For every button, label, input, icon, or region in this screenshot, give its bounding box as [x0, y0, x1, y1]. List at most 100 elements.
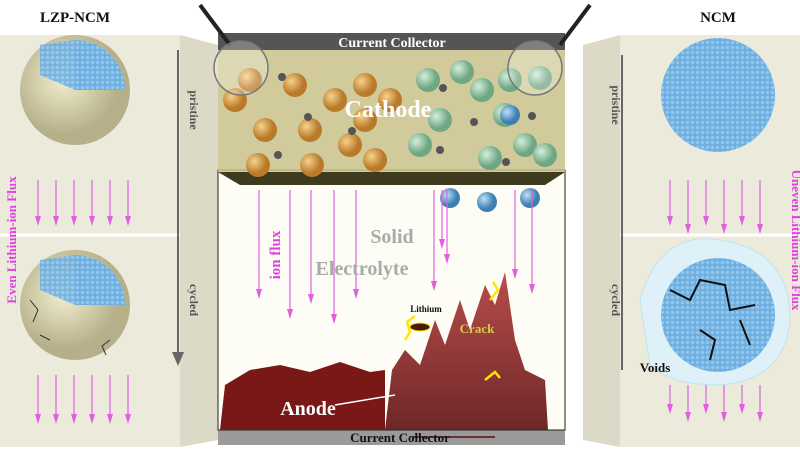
cracked-ncm-particle — [440, 188, 460, 208]
ncm-particle — [470, 78, 494, 102]
lzp-ncm-particle — [253, 118, 277, 142]
ncm-particle — [528, 66, 552, 90]
conductive-carbon — [436, 146, 444, 154]
right-flux-arrows-bottom — [667, 385, 763, 422]
ncm-particle — [450, 60, 474, 84]
flux-arrow-icon — [667, 385, 673, 414]
ncm-pristine-particle — [661, 38, 775, 152]
anode — [220, 272, 548, 430]
right-panel-title: NCM — [700, 10, 736, 26]
lzp-ncm-particle — [300, 153, 324, 177]
left-panel-side — [180, 35, 218, 447]
ncm-particle — [416, 68, 440, 92]
flux-arrow-icon — [757, 180, 763, 234]
right-flux-arrows-top — [667, 180, 763, 234]
flux-arrow-icon — [721, 385, 727, 422]
flux-arrow-icon — [308, 190, 314, 304]
cracked-ncm-particle — [500, 105, 520, 125]
right-pristine-label: pristine — [609, 85, 623, 125]
conductive-carbon — [304, 113, 312, 121]
flux-arrow-icon — [739, 180, 745, 226]
flux-arrow-icon — [287, 190, 293, 319]
right-panel-side — [583, 35, 620, 447]
cathode-label: Cathode — [345, 97, 432, 123]
flux-arrow-icon — [757, 385, 763, 422]
flux-arrow-icon — [721, 180, 727, 234]
flux-arrow-icon — [107, 375, 113, 424]
flux-arrow-icon — [107, 180, 113, 226]
top-current-collector — [218, 33, 565, 50]
conductive-carbon — [274, 151, 282, 159]
anode-pointer — [334, 394, 396, 406]
ncm-cycled-particle — [661, 258, 775, 372]
flux-arrow-icon — [739, 385, 745, 414]
flux-arrow-icon — [529, 190, 535, 294]
flux-arrow-icon — [71, 180, 77, 226]
flux-arrow-icon — [256, 190, 262, 299]
flux-arrow-icon — [53, 375, 59, 424]
flux-arrow-icon — [667, 180, 673, 226]
left-flux-arrows-top — [35, 180, 131, 226]
flux-arrow-icon — [35, 375, 41, 424]
even-flux-label: Even Lithium-ion Flux — [4, 176, 19, 304]
left-panel-title: LZP-NCM — [40, 10, 110, 26]
cathode-particles — [223, 60, 557, 212]
cell-schematic: Current Collector Cathode Solid Electrol… — [198, 3, 592, 445]
cathode-bottom-face — [218, 172, 565, 185]
time-arrow-head-icon — [172, 352, 184, 366]
uneven-flux-label: Uneven Lithium-ion Flux — [789, 170, 800, 311]
lzp-ncm-particle — [353, 108, 377, 132]
lzp-ncm-particle — [223, 88, 247, 112]
lzp-ncm-particle — [363, 148, 387, 172]
lzp-ncm-particle — [323, 88, 347, 112]
lzp-ncm-particle — [298, 118, 322, 142]
right-cycled-label: cycled — [609, 284, 623, 316]
flux-arrow-icon — [444, 190, 450, 264]
flux-arrow-icon — [439, 190, 445, 249]
ncm-particle — [428, 108, 452, 132]
flux-arrow-icon — [685, 385, 691, 422]
lzp-ncm-particle — [338, 133, 362, 157]
lzp-ncm-particle — [378, 88, 402, 112]
ncm-particle — [513, 133, 537, 157]
conductive-carbon — [528, 112, 536, 120]
left-pristine-label: pristine — [187, 90, 201, 130]
conductive-carbon — [502, 158, 510, 166]
ncm-particle — [478, 146, 502, 170]
flux-arrow-icon — [353, 190, 359, 299]
conductive-carbon — [278, 73, 286, 81]
lzp-pristine-particle — [20, 35, 130, 145]
flux-arrow-icon — [703, 385, 709, 414]
lithium-label: Lithium — [410, 304, 442, 314]
flux-arrow-icon — [703, 180, 709, 226]
flux-arrow-icon — [53, 180, 59, 226]
flux-arrow-icon — [331, 190, 337, 324]
ncm-particle — [533, 143, 557, 167]
flux-arrow-icon — [125, 375, 131, 424]
lzp-ncm-particle — [353, 73, 377, 97]
left-cycled-label: cycled — [187, 284, 201, 316]
voids-label: Voids — [640, 360, 671, 375]
electrolyte-label-1: Solid — [370, 226, 413, 248]
bottom-collector-label: Current Collector — [350, 430, 450, 445]
ion-flux-label: ion flux — [268, 230, 284, 279]
top-collector-label: Current Collector — [338, 36, 445, 51]
lzp-ncm-particle — [283, 73, 307, 97]
lzp-ncm-particle — [246, 153, 270, 177]
flux-arrow-icon — [71, 375, 77, 424]
bottom-current-collector — [218, 430, 565, 445]
cracked-ncm-particle — [477, 192, 497, 212]
ncm-particle — [408, 133, 432, 157]
right-panel: NCM Uneven Lithium-ion Flux pristine cyc… — [583, 10, 800, 447]
lithium-deposit — [409, 322, 431, 332]
cracked-ncm-particle — [520, 188, 540, 208]
magnifier-left-icon — [198, 3, 269, 96]
flux-arrow-icon — [431, 190, 437, 291]
crack-dendrites — [403, 281, 501, 381]
crack-label: Crack — [460, 321, 495, 336]
conductive-carbon — [470, 118, 478, 126]
flux-arrow-icon — [512, 190, 518, 279]
anode-label: Anode — [280, 398, 336, 420]
